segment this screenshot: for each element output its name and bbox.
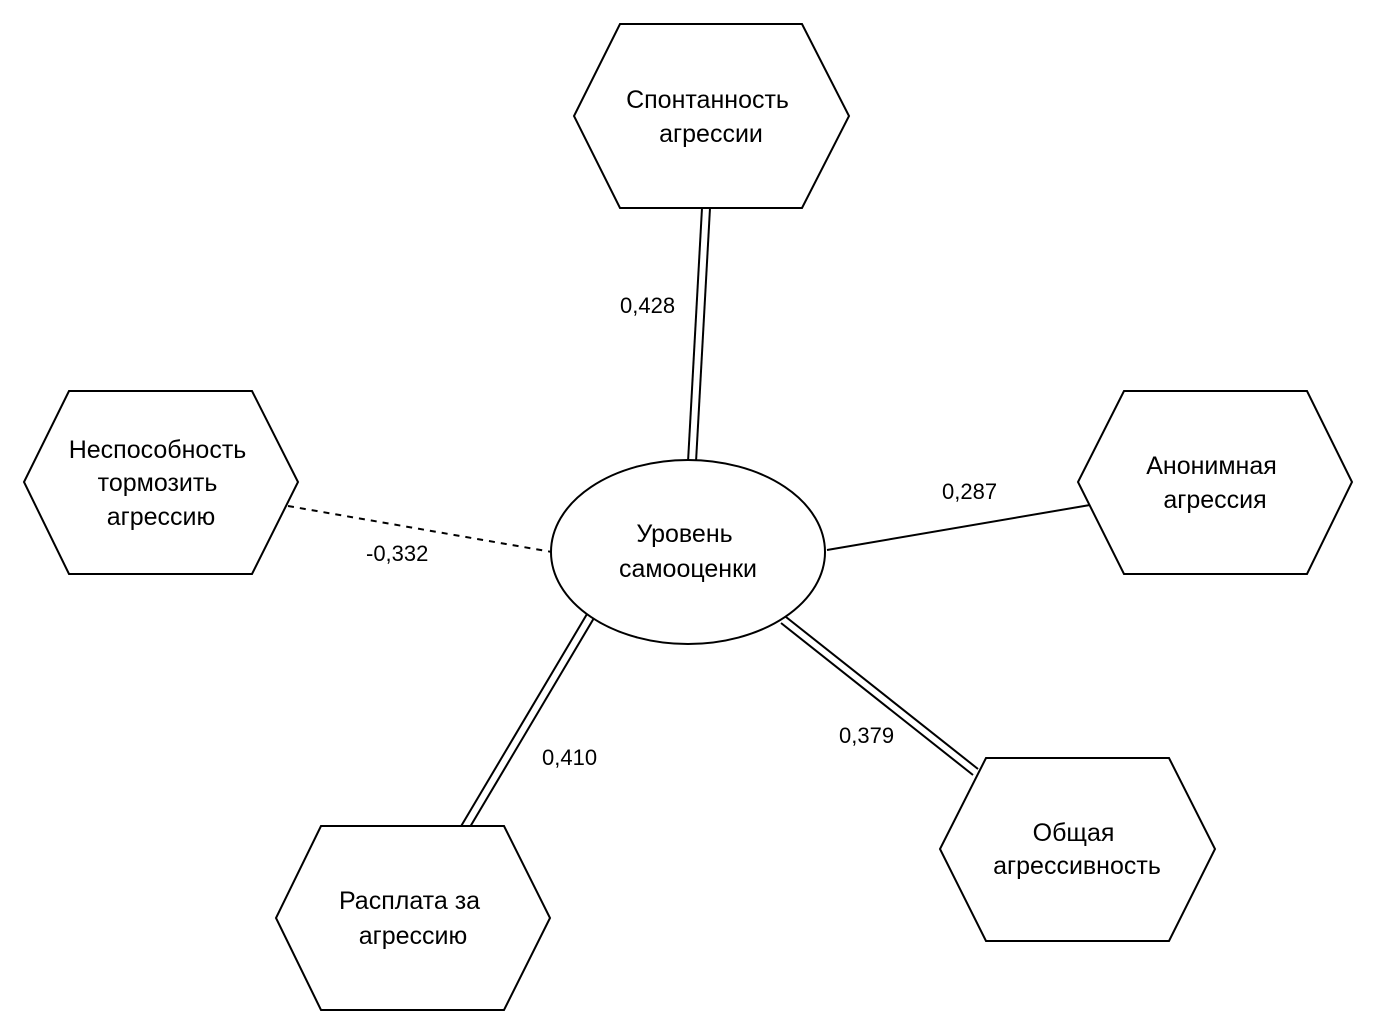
edge-value-spontaneity: 0,428 bbox=[620, 293, 675, 318]
svg-text:Спонтанность агрессии: Спонтанность агрессии bbox=[626, 86, 796, 148]
edge-value-inability: -0,332 bbox=[366, 541, 428, 566]
edge-labels: 0,428 -0,332 0,287 0,379 0,410 bbox=[366, 293, 997, 770]
node-label-line: Спонтанность bbox=[626, 86, 789, 114]
node-inability: Неспособность тормозить агрессию bbox=[22, 390, 300, 575]
edge-value-general: 0,379 bbox=[839, 723, 894, 748]
edge-anonymous bbox=[826, 504, 1091, 551]
node-center: Уровень самооценки bbox=[550, 459, 826, 645]
hexagon-shape bbox=[1076, 390, 1354, 575]
hexagon-shape bbox=[572, 23, 851, 209]
svg-text:Уровень самооценки: Уровень самооценки bbox=[619, 520, 757, 583]
svg-text:Общая агрессивность: Общая агрессивность bbox=[993, 819, 1161, 880]
svg-text:Расплата за агрессию: Расплата за агрессию bbox=[339, 887, 487, 950]
node-label-line: Анонимная bbox=[1146, 452, 1277, 480]
edge-value-payback: 0,410 bbox=[542, 745, 597, 770]
node-payback: Расплата за агрессию bbox=[274, 825, 552, 1011]
edge-general bbox=[780, 616, 979, 776]
ellipse-shape bbox=[550, 459, 826, 645]
node-label-line: агрессия bbox=[1163, 486, 1266, 514]
hexagon-shape bbox=[938, 757, 1217, 942]
edge-value-anonymous: 0,287 bbox=[942, 479, 997, 504]
node-anonymous: Анонимная агрессия bbox=[1076, 390, 1354, 575]
node-general: Общая агрессивность bbox=[938, 757, 1217, 942]
node-label-line: самооценки bbox=[619, 555, 757, 583]
node-label-line: агрессивность bbox=[993, 852, 1161, 880]
node-label-line: Уровень bbox=[636, 520, 732, 548]
svg-text:Неспособность тормозить: Неспособность тормозить агрессию bbox=[69, 436, 254, 531]
node-label-line: агрессию bbox=[359, 922, 468, 950]
node-label-line: агрессии bbox=[659, 120, 763, 148]
node-spontaneity: Спонтанность агрессии bbox=[572, 23, 851, 209]
edges bbox=[287, 207, 1091, 833]
edge-spontaneity bbox=[687, 207, 711, 463]
edge-inability bbox=[287, 505, 553, 553]
edge-payback bbox=[459, 613, 595, 833]
node-label-line: Неспособность bbox=[69, 436, 247, 464]
hexagon-shape bbox=[22, 390, 300, 575]
node-label-line: тормозить bbox=[98, 469, 218, 497]
node-label-line: агрессию bbox=[107, 503, 216, 531]
node-label-line: Общая bbox=[1033, 819, 1115, 847]
hexagon-shape bbox=[274, 825, 552, 1011]
svg-text:Анонимная агрессия: Анонимная агрессия bbox=[1146, 452, 1284, 514]
node-label-line: Расплата за bbox=[339, 887, 480, 915]
